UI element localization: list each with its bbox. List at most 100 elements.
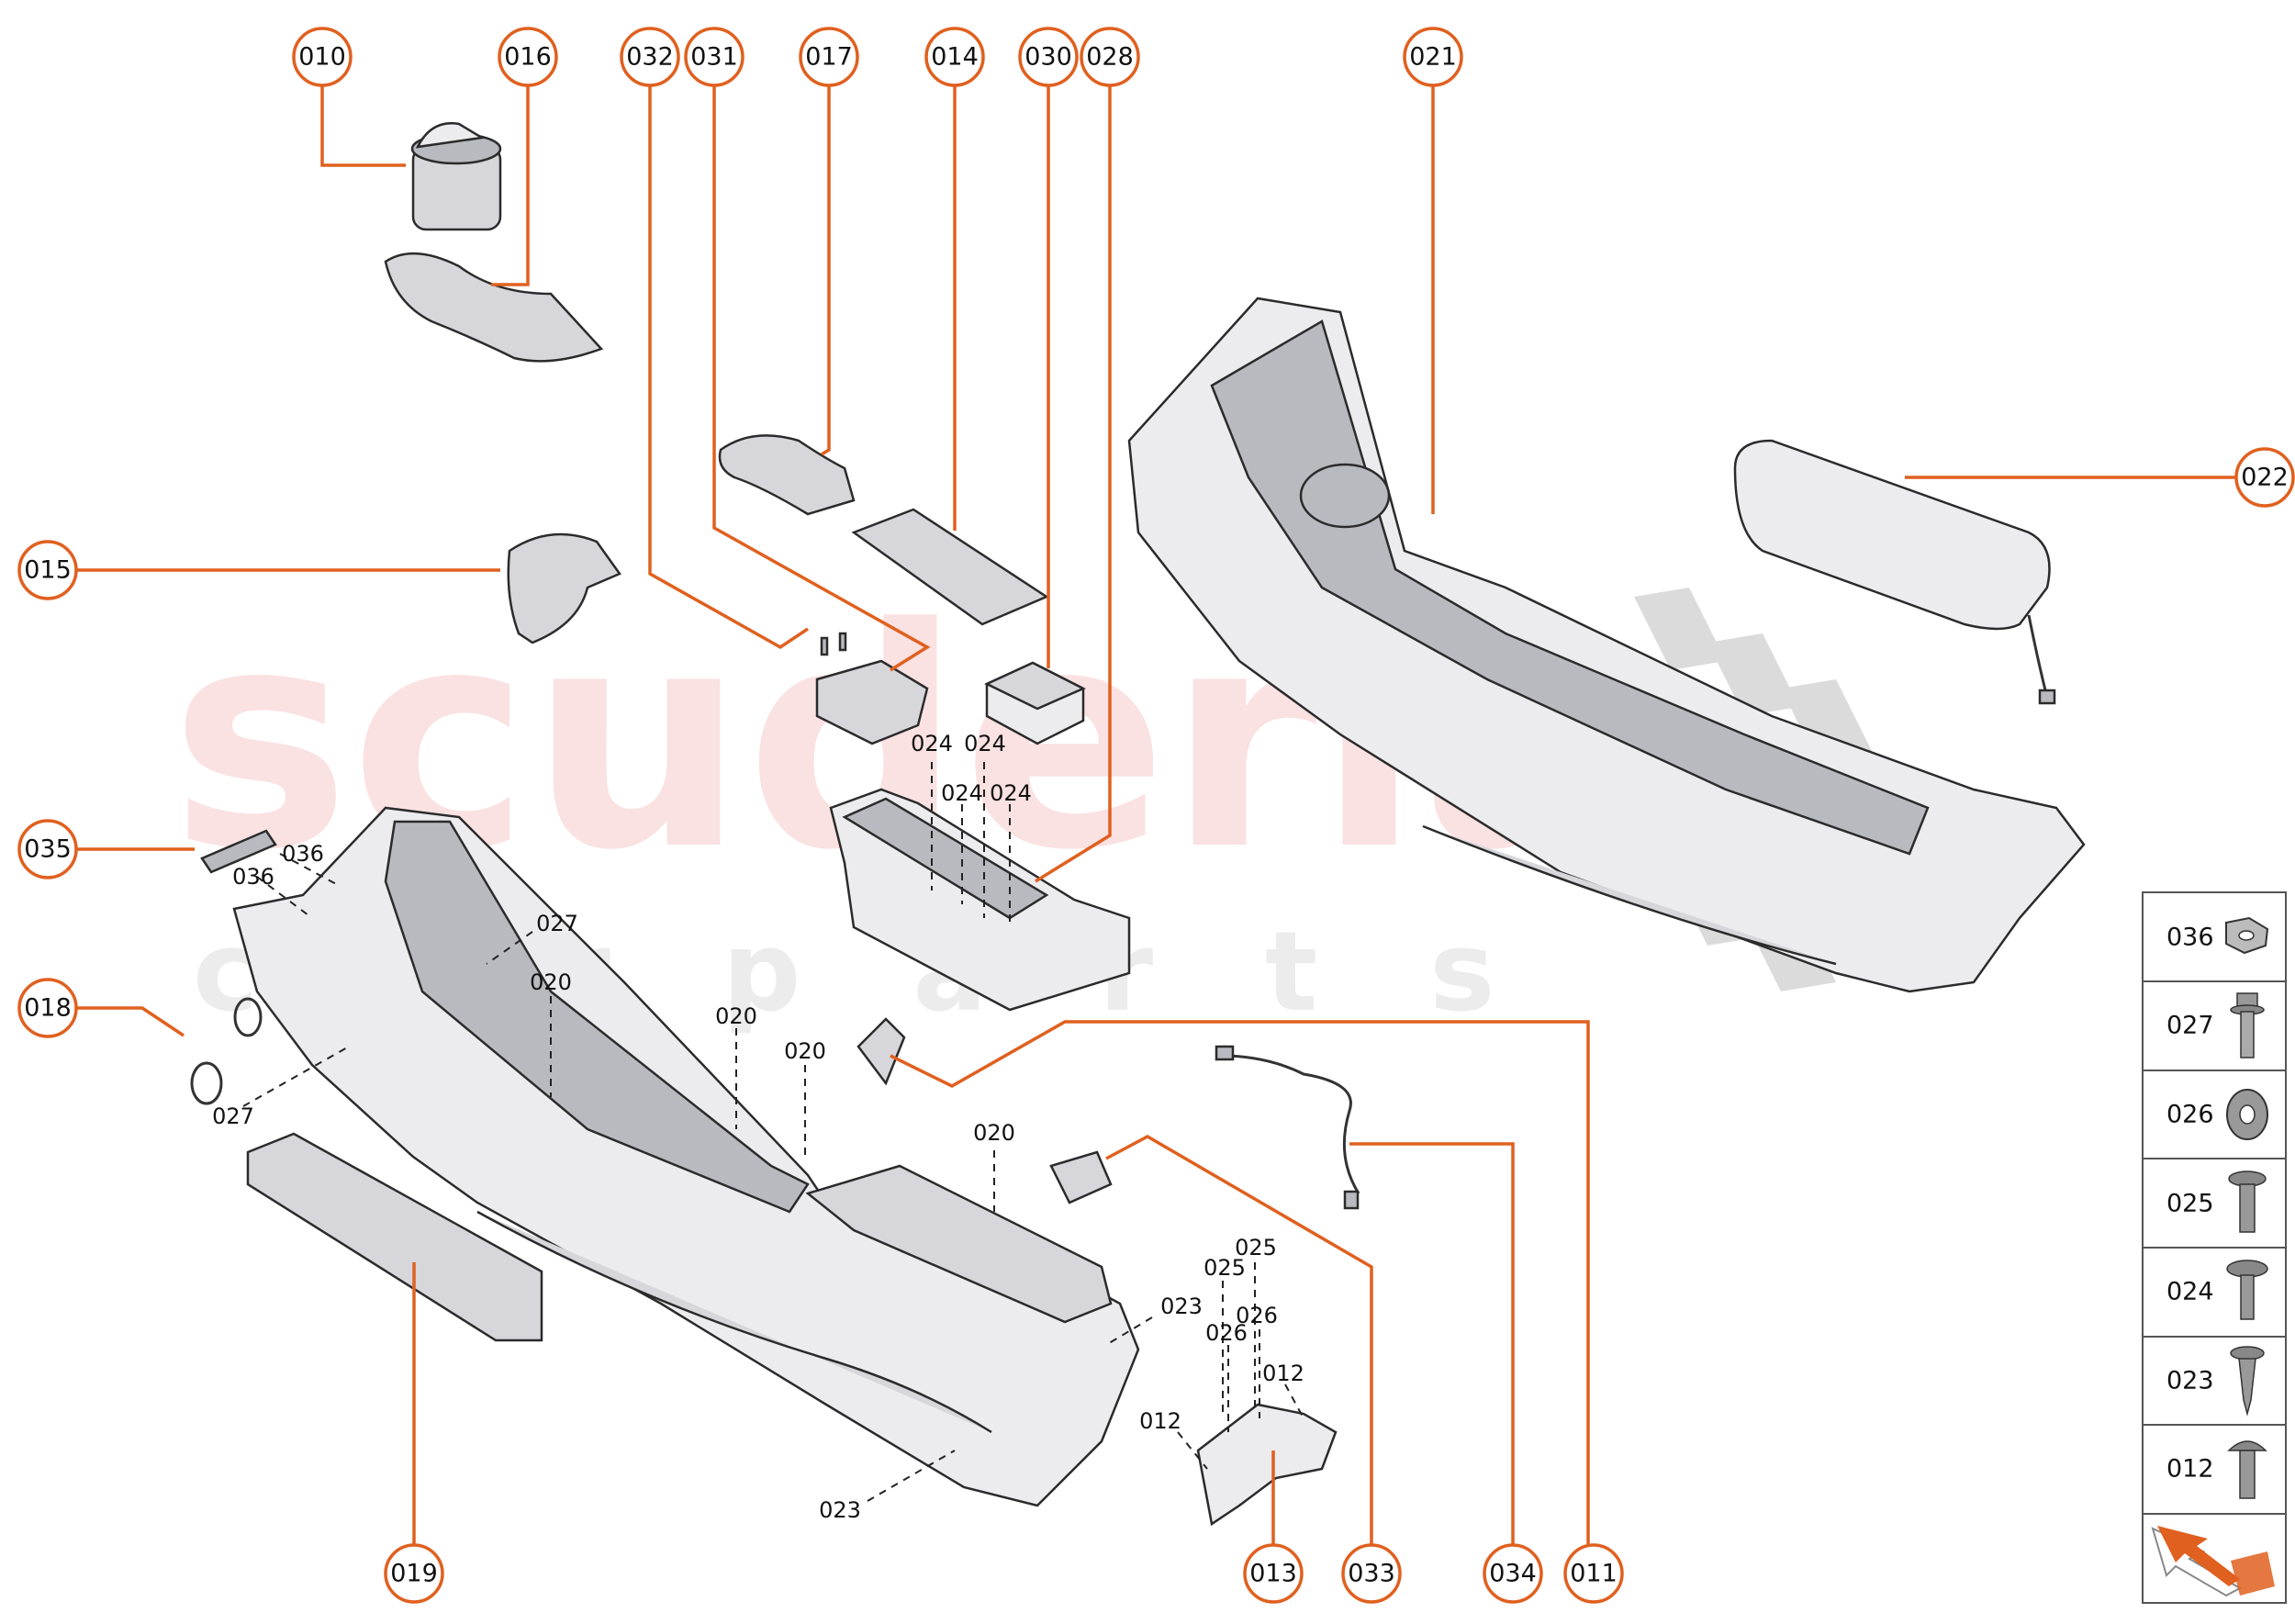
sub-label-023: 023 <box>1160 1294 1203 1319</box>
svg-text:033: 033 <box>1348 1560 1395 1588</box>
legend-row-012: 012 <box>2166 1440 2267 1499</box>
callout-015[interactable]: 015 <box>17 540 78 600</box>
round-head-screw-icon <box>2228 1170 2267 1233</box>
svg-text:035: 035 <box>24 835 72 864</box>
callout-021[interactable]: 021 <box>1403 27 1463 87</box>
svg-text:026: 026 <box>2166 1101 2214 1129</box>
part-035-badge <box>200 829 277 874</box>
svg-text:031: 031 <box>690 43 738 72</box>
callout-014[interactable]: 014 <box>924 27 985 87</box>
sub-label-024: 024 <box>964 731 1006 756</box>
flange-bolt-icon <box>2230 992 2265 1058</box>
svg-text:023: 023 <box>2166 1367 2214 1395</box>
svg-text:018: 018 <box>24 994 72 1023</box>
callout-031[interactable]: 031 <box>684 27 744 87</box>
svg-text:014: 014 <box>931 43 979 72</box>
sub-label-027: 027 <box>536 911 578 936</box>
sub-label-036: 036 <box>232 864 274 890</box>
part-020-center-console-lower <box>232 806 1140 1507</box>
part-011-switch <box>856 1017 906 1086</box>
sub-label-026: 026 <box>1205 1320 1248 1346</box>
nut-icon <box>2225 916 2269 955</box>
part-030-module-box <box>984 661 1086 745</box>
callouts: 010 016 032 031 017 014 030 028 021 022 … <box>17 27 2295 1604</box>
callout-018[interactable]: 018 <box>17 978 78 1038</box>
svg-text:013: 013 <box>1249 1560 1297 1588</box>
button-head-bolt-icon <box>2227 1440 2267 1499</box>
fastener-legend: 036 027 026 025 <box>2142 891 2287 1604</box>
sub-label-025: 025 <box>1203 1255 1246 1281</box>
part-021-assembled-console <box>1127 297 2086 993</box>
callout-016[interactable]: 016 <box>498 27 558 87</box>
svg-text:021: 021 <box>1409 43 1457 72</box>
leader-lines <box>73 75 2246 1546</box>
callout-019[interactable]: 019 <box>384 1543 444 1604</box>
sub-label-024: 024 <box>990 780 1032 806</box>
part-034-wiring-harness <box>1215 1045 1360 1210</box>
callout-035[interactable]: 035 <box>17 819 78 879</box>
callout-033[interactable]: 033 <box>1341 1543 1402 1604</box>
parts-illustration <box>190 122 2086 1527</box>
svg-text:028: 028 <box>1086 43 1134 72</box>
callout-028[interactable]: 028 <box>1080 27 1140 87</box>
pointer-arrow-icon[interactable] <box>2151 1526 2275 1597</box>
part-022-armrest-lid <box>1733 439 2056 705</box>
part-013-end-bracket <box>1196 1403 1338 1527</box>
part-019-floor-tray <box>246 1132 543 1342</box>
callout-034[interactable]: 034 <box>1483 1543 1543 1604</box>
sub-label-024: 024 <box>911 731 953 756</box>
legend-row-025: 025 <box>2166 1170 2267 1233</box>
part-028-storage-tray <box>829 788 1131 1012</box>
part-015-trim <box>507 532 621 644</box>
sub-label-020: 020 <box>973 1120 1015 1146</box>
sub-label-025: 025 <box>1235 1235 1277 1260</box>
sub-labels: 024 024 024 024 036 036 027 027 020 020 … <box>212 731 1304 1523</box>
svg-text:022: 022 <box>2241 464 2289 492</box>
callout-032[interactable]: 032 <box>620 27 680 87</box>
callout-030[interactable]: 030 <box>1018 27 1079 87</box>
svg-text:036: 036 <box>2166 924 2214 952</box>
svg-text:017: 017 <box>805 43 853 72</box>
part-016-mat <box>384 252 604 363</box>
svg-text:025: 025 <box>2166 1190 2214 1218</box>
legend-row-036: 036 <box>2166 916 2269 955</box>
sub-label-024: 024 <box>941 780 983 806</box>
sub-label-020: 020 <box>530 969 572 995</box>
legend-row-024: 024 <box>2166 1260 2268 1320</box>
sub-label-020: 020 <box>715 1003 757 1029</box>
sub-label-023: 023 <box>819 1497 861 1523</box>
sub-label-026: 026 <box>1236 1303 1278 1328</box>
washer-icon <box>2226 1089 2268 1140</box>
pan-head-screw-icon <box>2226 1260 2268 1320</box>
callout-017[interactable]: 017 <box>799 27 859 87</box>
part-017-small-mat <box>718 434 856 516</box>
sub-label-012: 012 <box>1139 1408 1181 1434</box>
svg-text:015: 015 <box>24 556 72 585</box>
sub-label-020: 020 <box>784 1038 826 1064</box>
part-014-flat-mat <box>851 508 1049 626</box>
svg-text:030: 030 <box>1024 43 1072 72</box>
part-018-clips <box>190 997 263 1105</box>
callout-022[interactable]: 022 <box>2234 447 2295 508</box>
dashed-leaders <box>242 762 1304 1502</box>
svg-text:011: 011 <box>1570 1560 1618 1588</box>
legend-row-027: 027 <box>2166 992 2265 1058</box>
sub-label-036: 036 <box>282 841 324 867</box>
svg-text:010: 010 <box>298 43 346 72</box>
callout-011[interactable]: 011 <box>1563 1543 1624 1604</box>
callout-013[interactable]: 013 <box>1243 1543 1304 1604</box>
svg-text:016: 016 <box>504 43 552 72</box>
svg-text:032: 032 <box>626 43 674 72</box>
svg-text:019: 019 <box>390 1560 438 1588</box>
callout-010[interactable]: 010 <box>292 27 353 87</box>
svg-text:024: 024 <box>2166 1278 2214 1306</box>
self-tapping-screw-icon <box>2230 1346 2265 1417</box>
part-010-cup-holder <box>410 122 502 231</box>
sub-label-027: 027 <box>212 1103 254 1129</box>
svg-text:034: 034 <box>1489 1560 1537 1588</box>
legend-row-023: 023 <box>2166 1346 2265 1417</box>
svg-text:027: 027 <box>2166 1012 2214 1040</box>
sub-label-012: 012 <box>1262 1361 1304 1386</box>
legend-row-026: 026 <box>2166 1089 2268 1140</box>
